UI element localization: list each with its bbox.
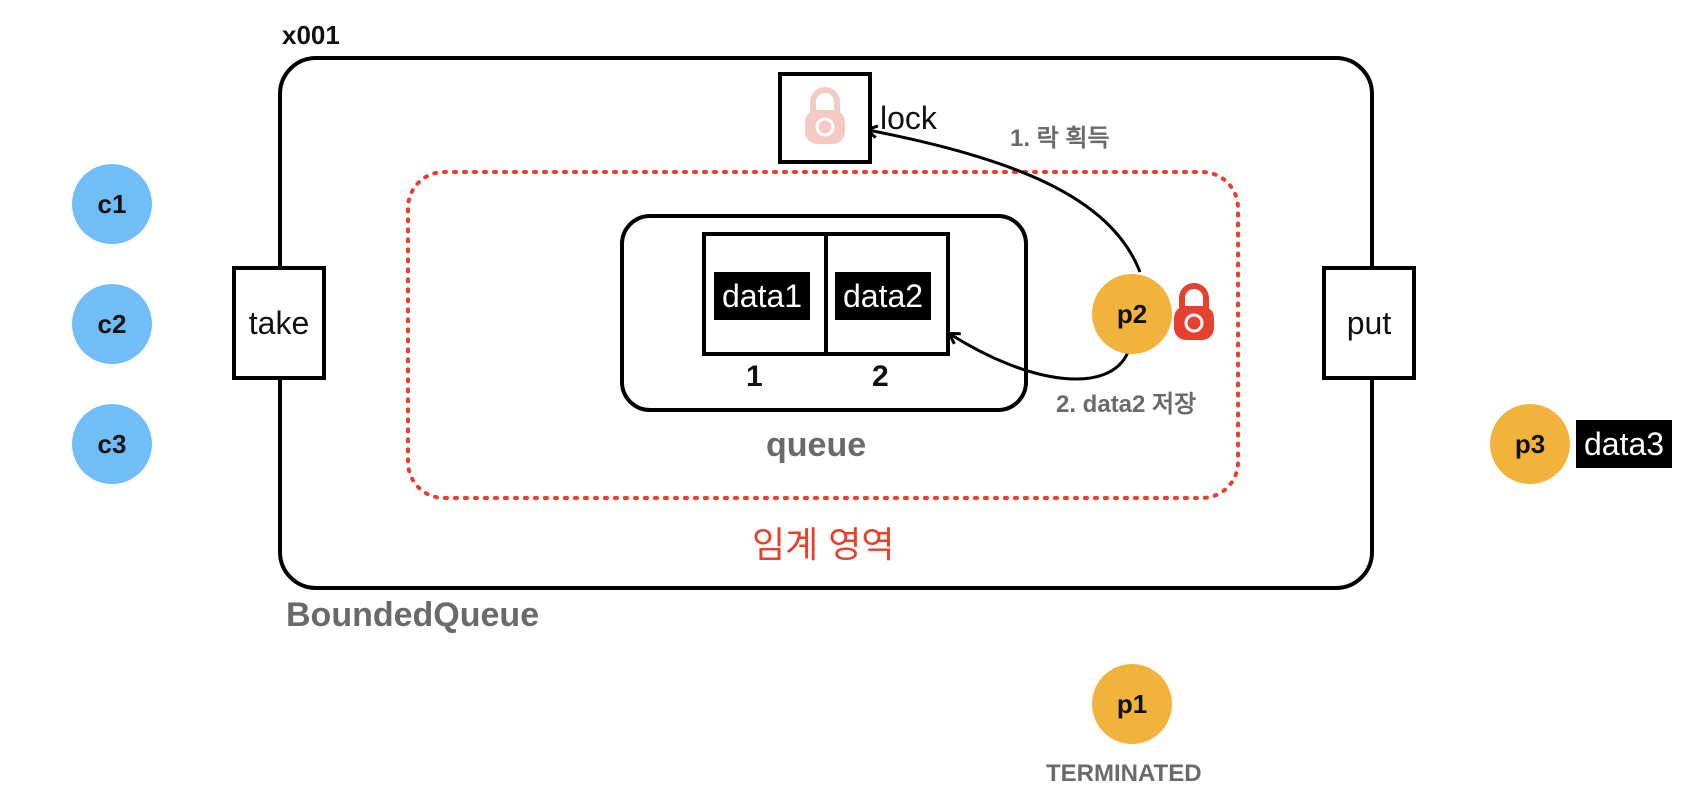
consumer-c1: c1: [72, 164, 152, 244]
queue-slot-1-value: data1: [714, 272, 811, 320]
put-method-box[interactable]: put: [1322, 266, 1416, 380]
step1-label: 1. 락 획득: [1010, 125, 1110, 152]
class-name-label: BoundedQueue: [286, 596, 540, 634]
queue-box: [620, 214, 1028, 412]
consumer-c2: c2: [72, 284, 152, 364]
critical-section-border: [406, 170, 1240, 500]
producer-p2: p2: [1092, 274, 1172, 354]
producer-p3-data: data3: [1576, 420, 1673, 468]
lock-box: [778, 72, 872, 164]
object-id-label: x001: [282, 20, 340, 50]
arrow-store-data2: [950, 334, 1130, 381]
queue-slot-2-index: 2: [872, 360, 889, 393]
queue-slot-1-index: 1: [746, 360, 763, 393]
take-method-box[interactable]: take: [232, 266, 326, 380]
producer-p1-state: TERMINATED: [1046, 760, 1202, 787]
arrow-acquire-lock: [868, 130, 1142, 273]
queue-label: queue: [766, 426, 867, 464]
producer-p3: p3: [1490, 404, 1570, 484]
step2-label: 2. data2 저장: [1056, 391, 1197, 418]
queue-slot-2-value: data2: [835, 272, 932, 320]
lock-icon: [1172, 282, 1216, 347]
lock-icon: [803, 86, 847, 151]
producer-p1: p1: [1092, 664, 1172, 744]
critical-section-label: 임계 영역: [752, 524, 895, 565]
lock-label: lock: [880, 100, 937, 136]
consumer-c3: c3: [72, 404, 152, 484]
